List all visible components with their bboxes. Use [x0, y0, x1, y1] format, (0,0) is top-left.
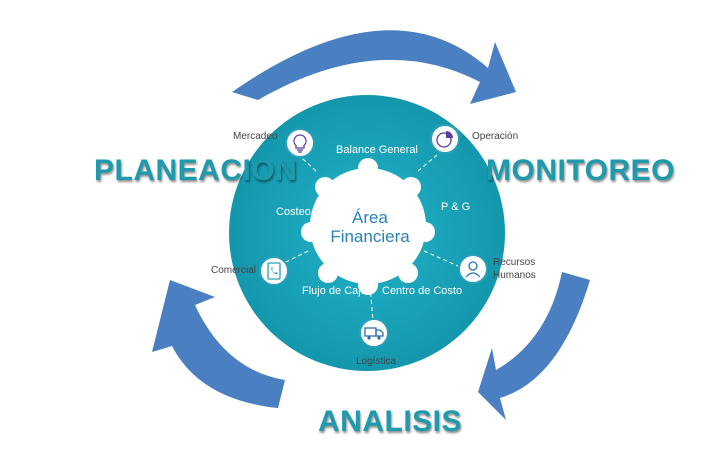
phase-analysis: ANALISIS — [318, 405, 463, 438]
person-icon — [458, 254, 488, 284]
outer-label-mercadeo: Mercadeo — [233, 131, 278, 142]
outer-label-logistica: Logística — [356, 356, 397, 367]
outer-label-rrhh: Recursos Humanos — [493, 256, 536, 282]
center-title-line1: Área — [352, 208, 388, 227]
center-flower — [301, 158, 435, 295]
left-cycle-arrow — [152, 280, 285, 408]
notebook-phone-icon — [259, 256, 289, 286]
pie-chart-icon — [430, 124, 460, 154]
ring-label-flujo: Flujo de Caja — [302, 285, 367, 297]
outer-label-operacion: Operación — [472, 131, 519, 142]
truck-icon — [359, 318, 389, 348]
phase-monitoring: MONITOREO — [486, 154, 675, 187]
ring-label-pg: P & G — [441, 201, 471, 213]
phase-planning: PLANEACION — [94, 154, 298, 187]
center-title: Área Financiera — [310, 208, 430, 246]
center-title-line2: Financiera — [330, 227, 410, 246]
right-cycle-arrow — [478, 272, 590, 420]
ring-label-balance: Balance General — [336, 144, 418, 156]
top-cycle-arrow — [232, 30, 516, 104]
outer-label-rrhh-line2: Humanos — [493, 270, 536, 281]
ring-label-centro: Centro de Costo — [382, 285, 463, 297]
lightbulb-icon — [285, 128, 315, 158]
outer-label-comercial: Comercial — [211, 265, 257, 276]
outer-label-rrhh-line1: Recursos — [493, 257, 536, 268]
ring-label-costeo: Costeo — [276, 206, 311, 218]
